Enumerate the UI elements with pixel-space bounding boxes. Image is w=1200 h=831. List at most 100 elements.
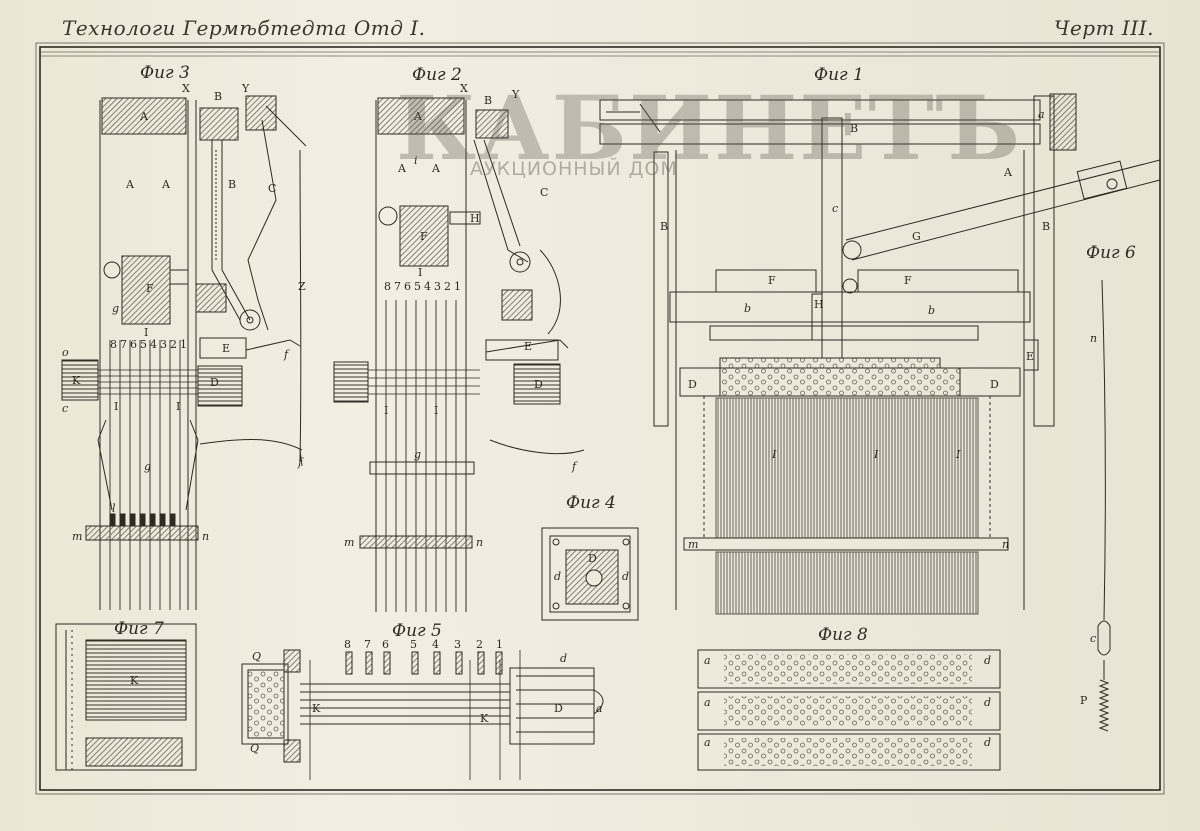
fig1-letter-d2: D <box>990 378 999 391</box>
fig3-letter-i3: I <box>176 400 180 413</box>
fig5-letter-d2: d <box>560 652 567 665</box>
fig2-letter-d: D <box>534 378 543 391</box>
figure-2: Фиг 2 <box>333 65 585 612</box>
fig3-num-4: 4 <box>150 338 157 351</box>
fig6-letter-c: c <box>1090 632 1096 645</box>
fig5-num-4: 4 <box>432 638 439 651</box>
figure-6: Фиг 6 n c P <box>1080 243 1136 732</box>
fig2-letter-f: F <box>420 230 428 243</box>
fig3-label: Фиг 3 <box>140 63 190 83</box>
fig3-letter-f2: f <box>297 456 304 469</box>
fig2-letter-h: H <box>470 212 480 225</box>
figure-4: Фиг 4 D d d <box>541 493 639 621</box>
plate-frame <box>35 42 1165 795</box>
fig3-letter-y: Y <box>241 82 250 95</box>
fig3-letter-z: Z <box>298 280 306 293</box>
fig3-num-5: 5 <box>140 338 147 351</box>
fig2-num-3: 3 <box>434 280 441 293</box>
watermark-main: КАБИНЕТЪ <box>396 76 1022 180</box>
fig5-label: Фиг 5 <box>392 621 442 641</box>
fig2-letter-x: X <box>460 82 468 95</box>
figure-1: Фиг 1 <box>599 65 1161 615</box>
figure-3: Фиг 3 <box>61 63 307 610</box>
fig1-letter-i1: I <box>771 448 777 461</box>
fig1-letter-g: G <box>912 230 921 243</box>
figure-5: Фиг 5 <box>241 621 604 780</box>
fig5-num-5: 5 <box>410 638 417 651</box>
fig2-letter-a2: A <box>397 162 407 175</box>
fig5-letter-a: a <box>596 702 603 715</box>
fig1-letter-n: n <box>1002 538 1009 551</box>
fig8-letter-d1: d <box>984 654 991 667</box>
fig1-letter-a2: a <box>1038 108 1045 121</box>
fig2-num-1: 1 <box>454 280 461 293</box>
fig6-letter-n: n <box>1090 332 1097 345</box>
fig1-letter-a: A <box>1003 166 1013 179</box>
fig8-letter-a2: a <box>704 696 711 709</box>
fig4-label: Фиг 4 <box>566 493 616 513</box>
fig3-num-6: 6 <box>130 338 137 351</box>
fig3-num-3: 3 <box>160 338 167 351</box>
fig2-num-8: 8 <box>384 280 391 293</box>
fig3-letter-b2: B <box>228 178 236 191</box>
fig1-letter-f2: F <box>904 274 912 287</box>
fig2-num-7: 7 <box>394 280 401 293</box>
fig1-letter-b5: b <box>928 304 935 317</box>
fig1-letter-m: m <box>688 538 698 551</box>
fig2-num-5: 5 <box>414 280 421 293</box>
fig3-letter-b: B <box>214 90 222 103</box>
fig1-letter-f1: F <box>768 274 776 287</box>
fig1-letter-b2: B <box>660 220 668 233</box>
fig3-letter-i2: I <box>114 400 118 413</box>
fig1-letter-b1: B <box>850 122 858 135</box>
fig1-letter-e: E <box>1026 350 1034 363</box>
fig3-num-1: 1 <box>180 338 187 351</box>
fig5-num-8: 8 <box>344 638 351 651</box>
fig5-num-1: 1 <box>496 638 503 651</box>
fig2-letter-c: C <box>540 186 548 199</box>
fig2-letter-m: m <box>344 536 354 549</box>
fig2-label: Фиг 2 <box>412 65 462 85</box>
fig3-num-8: 8 <box>110 338 117 351</box>
fig5-letter-d: D <box>554 702 563 715</box>
fig3-letter-n: n <box>202 530 209 543</box>
fig2-letter-i4: I <box>434 404 438 417</box>
watermark-sub: АУКЦИОННЫЙ ДОМ <box>470 158 678 180</box>
fig2-letter-n: n <box>476 536 483 549</box>
fig8-letter-a3: a <box>704 736 711 749</box>
fig2-letter-a1: A <box>413 110 423 123</box>
fig2-letter-i: i <box>414 154 418 167</box>
fig3-letter-c: C <box>268 182 276 195</box>
fig4-letter-d3: d <box>622 570 629 583</box>
fig8-label: Фиг 8 <box>818 625 868 645</box>
fig3-letter-g2: g <box>144 460 151 473</box>
fig3-letter-x: X <box>182 82 190 95</box>
fig3-letter-a3: A <box>161 178 171 191</box>
fig3-letter-o: o <box>62 346 69 359</box>
fig8-letter-d2: d <box>984 696 991 709</box>
fig3-letter-d: D <box>210 376 219 389</box>
fig3-letter-a2: A <box>125 178 135 191</box>
fig5-num-6: 6 <box>382 638 389 651</box>
fig3-num-7: 7 <box>120 338 127 351</box>
fig4-letter-d2: d <box>554 570 561 583</box>
fig2-num-2: 2 <box>444 280 451 293</box>
fig3-letter-c: c <box>62 402 68 415</box>
figure-7: Фиг 7 K <box>55 619 197 771</box>
fig1-letter-b3: B <box>1042 220 1050 233</box>
fig5-num-3: 3 <box>454 638 461 651</box>
fig2-letter-a3: A <box>431 162 441 175</box>
fig4-letter-d: D <box>588 552 597 565</box>
fig7-letter-k: K <box>130 674 139 687</box>
fig8-letter-a1: a <box>704 654 711 667</box>
fig2-num-4: 4 <box>424 280 431 293</box>
plate-title: Технологи Гермѣбтедта Отд I. <box>62 16 426 40</box>
fig1-letter-b4: b <box>744 302 751 315</box>
fig2-letter-b: B <box>484 94 492 107</box>
fig1-letter-i2: I <box>873 448 879 461</box>
fig1-label: Фиг 1 <box>814 65 864 85</box>
fig3-num-2: 2 <box>170 338 177 351</box>
fig5-letter-k2: K <box>480 712 489 725</box>
fig3-letter-k: K <box>72 374 81 387</box>
